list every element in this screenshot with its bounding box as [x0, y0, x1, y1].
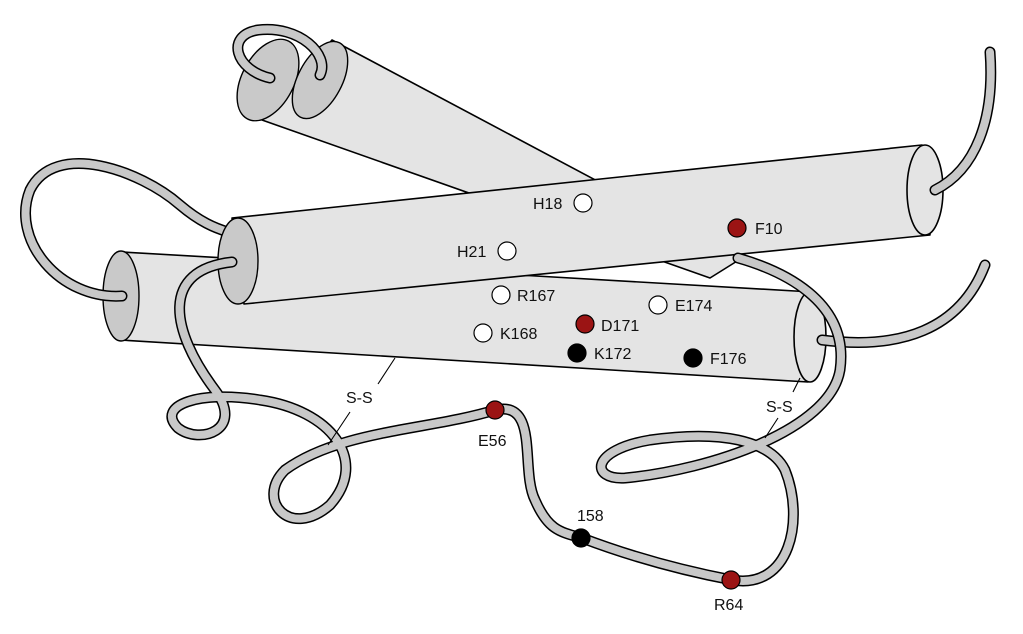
ss-label-left: S-S	[346, 390, 373, 407]
residue-r64-dot	[721, 570, 741, 590]
residue-f176-dot	[683, 348, 703, 368]
residue-h21-dot	[497, 241, 517, 261]
residue-158-label: 158	[577, 508, 604, 525]
residue-k172: K172	[567, 343, 631, 363]
disulfide-bond-left: S-S	[327, 357, 396, 446]
residue-k168-dot	[473, 323, 493, 343]
residue-e174-label: E174	[675, 298, 712, 315]
residue-f10-dot	[727, 218, 747, 238]
helix-upper-front	[217, 144, 944, 305]
residue-f176: F176	[683, 348, 747, 368]
residue-f10: F10	[727, 218, 783, 238]
loop-main	[166, 252, 847, 587]
residue-r64: R64	[714, 570, 743, 614]
loop-top	[232, 23, 328, 84]
residue-h18-dot	[573, 193, 593, 213]
residue-d171: D171	[575, 314, 639, 335]
residue-k168-label: K168	[500, 326, 537, 343]
residue-r167-label: R167	[517, 288, 555, 305]
residue-d171-dot	[575, 314, 595, 334]
tail-right-top	[929, 46, 997, 196]
residue-d171-label: D171	[601, 318, 639, 335]
residue-h21: H21	[457, 241, 517, 261]
residue-e174-dot	[648, 295, 668, 315]
residue-k172-label: K172	[594, 346, 631, 363]
residue-e174: E174	[648, 295, 712, 315]
residue-e56-dot	[485, 400, 505, 420]
residue-k168: K168	[473, 323, 537, 343]
residue-f176-label: F176	[710, 351, 747, 368]
residue-r64-label: R64	[714, 597, 743, 614]
residue-h18: H18	[533, 193, 593, 213]
residue-158-dot	[571, 528, 591, 548]
residue-158: 158	[571, 508, 604, 548]
residue-h21-label: H21	[457, 244, 486, 261]
residue-f10-label: F10	[755, 221, 783, 238]
disulfide-bond-right: S-S	[764, 377, 801, 439]
residue-e56-label: E56	[478, 433, 507, 450]
loop-left-upper	[20, 158, 234, 302]
residue-r167-dot	[491, 285, 511, 305]
residue-e56: E56	[478, 400, 507, 450]
residue-r167: R167	[491, 285, 555, 305]
residue-k172-dot	[567, 343, 587, 363]
ss-label-right: S-S	[766, 399, 793, 416]
residue-h18-label: H18	[533, 196, 562, 213]
tail-right-middle	[816, 259, 991, 348]
